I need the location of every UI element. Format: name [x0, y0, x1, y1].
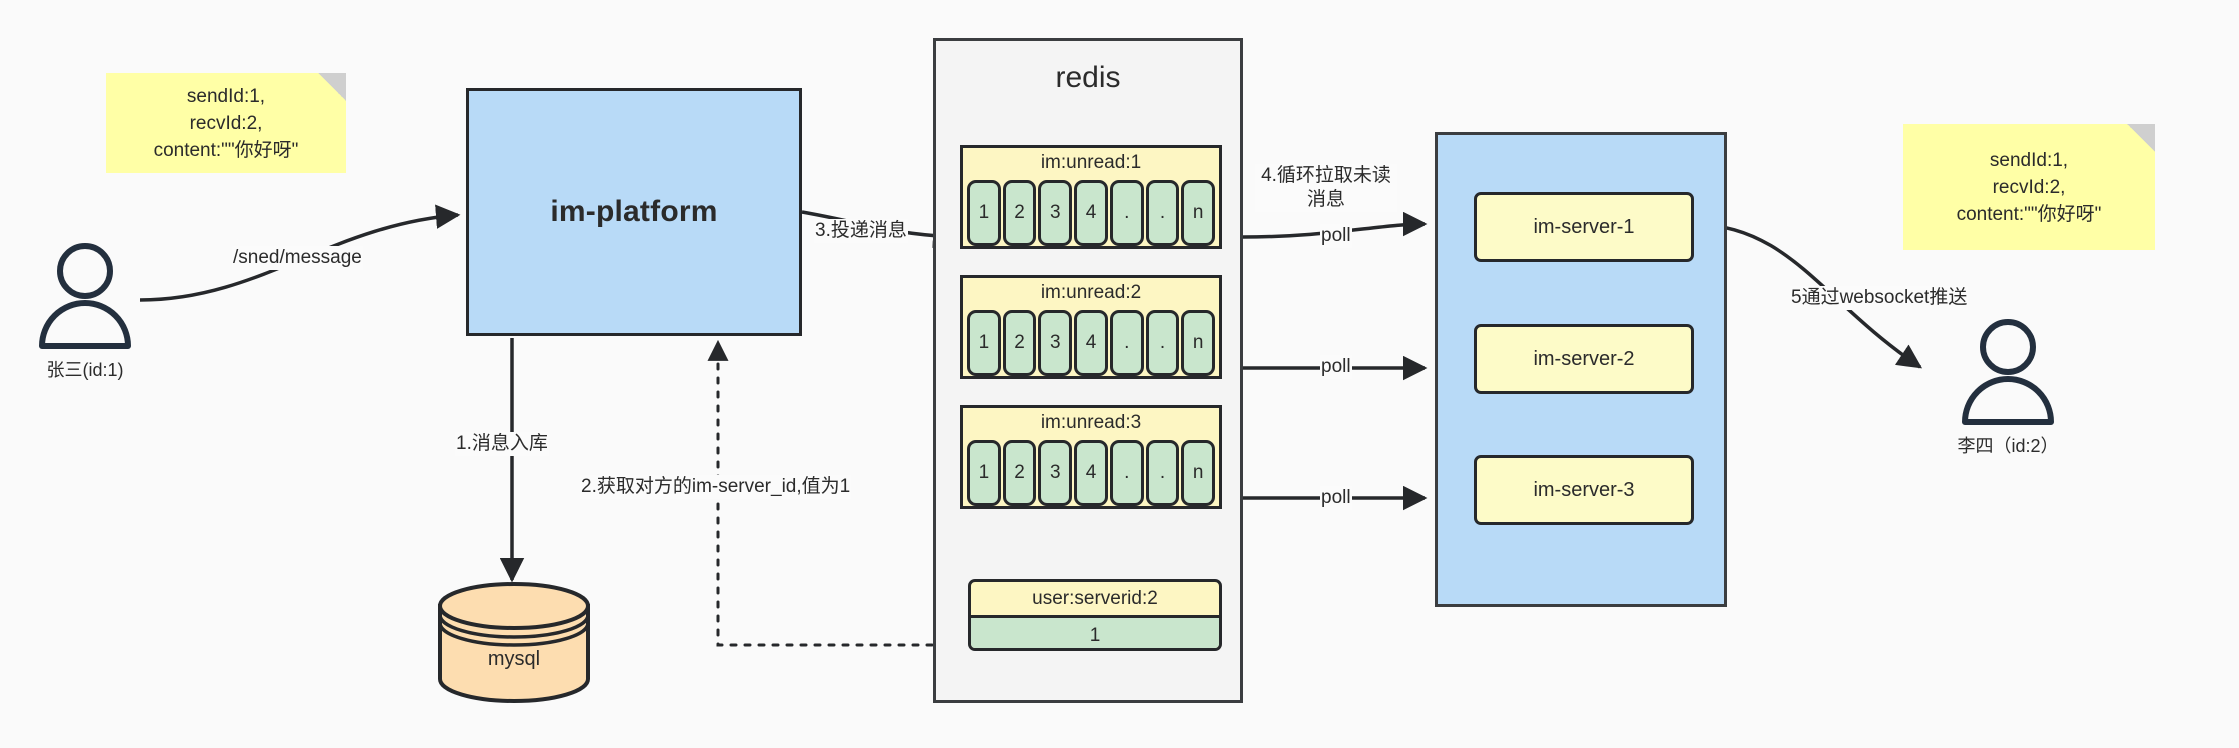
queue-cell: . — [1109, 310, 1144, 376]
note-fold-icon — [318, 73, 346, 101]
note-fold-icon — [2127, 124, 2155, 152]
edge-label-step2: 2.获取对方的im-server_id,值为1 — [580, 475, 852, 499]
edge-label-step1: 1.消息入库 — [455, 432, 549, 456]
person-icon — [39, 243, 131, 349]
queue-cell: n — [1181, 180, 1216, 246]
im-server-3-label: im-server-3 — [1533, 478, 1635, 501]
queue-cell: 4 — [1074, 440, 1108, 506]
queue-cell: 2 — [1002, 440, 1037, 506]
im-platform-box: im-platform — [466, 88, 802, 336]
note-left-message-payload: sendId:1, recvId:2, content:""你好呀" — [106, 73, 346, 173]
note-line-2: recvId:2, — [189, 112, 263, 134]
im-server-2-box: im-server-2 — [1474, 324, 1694, 394]
im-server-2-label: im-server-2 — [1533, 347, 1635, 370]
redis-kv-user-serverid: user:serverid:2 1 — [968, 579, 1222, 651]
edge-label-poll-3: poll — [1320, 486, 1352, 510]
queue-cell: 1 — [967, 440, 1001, 506]
avatar-sender-label: 张三(id:1) — [46, 360, 124, 380]
avatar-receiver: 李四（id:2） — [1953, 316, 2063, 456]
queue-cell: 2 — [1002, 180, 1037, 246]
queue-cell: . — [1109, 180, 1144, 246]
redis-queue-3: im:unread:3 1 2 3 4 . . n — [960, 405, 1222, 509]
queue-cell: . — [1109, 440, 1144, 506]
redis-queue-1-key: im:unread:1 — [1040, 152, 1142, 173]
queue-cell: 4 — [1074, 180, 1108, 246]
queue-cell: 3 — [1038, 180, 1073, 246]
im-platform-label: im-platform — [550, 195, 718, 228]
im-server-1-label: im-server-1 — [1533, 215, 1635, 238]
queue-cell: n — [1181, 310, 1216, 376]
note-right-message-payload: sendId:1, recvId:2, content:""你好呀" — [1903, 124, 2155, 250]
queue-cell: . — [1145, 440, 1180, 506]
queue-cell: 1 — [967, 180, 1001, 246]
redis-queue-1: im:unread:1 1 2 3 4 . . n — [960, 145, 1222, 249]
redis-container: redis im:unread:1 1 2 3 4 . . n im:unrea… — [933, 38, 1243, 703]
queue-cell: 1 — [967, 310, 1001, 376]
edge-label-send-message: /sned/message — [232, 246, 363, 270]
edge-label-poll-2: poll — [1320, 355, 1352, 379]
redis-queue-2: im:unread:2 1 2 3 4 . . n — [960, 275, 1222, 379]
queue-cell: . — [1145, 310, 1180, 376]
queue-cell: . — [1145, 180, 1180, 246]
redis-kv-key: user:serverid:2 — [1032, 588, 1158, 609]
redis-title: redis — [1055, 61, 1121, 94]
note-line-3: content:""你好呀" — [153, 139, 299, 161]
queue-cell: 3 — [1038, 310, 1073, 376]
note-line-1: sendId:1, — [186, 85, 266, 107]
edge-label-step3: 3.投递消息 — [814, 219, 908, 243]
edge-redis-kv-to-platform — [707, 339, 962, 647]
avatar-sender: 张三(id:1) — [30, 240, 140, 380]
note-line-3: content:""你好呀" — [1956, 203, 2102, 225]
note-line-1: sendId:1, — [1989, 149, 2069, 171]
queue-cell: n — [1181, 440, 1216, 506]
im-server-3-box: im-server-3 — [1474, 455, 1694, 525]
edge-label-step5: 5通过websocket推送 — [1790, 286, 1969, 310]
redis-queue-3-key: im:unread:3 — [1040, 412, 1142, 433]
avatar-receiver-label: 李四（id:2） — [1957, 436, 2059, 456]
redis-kv-value: 1 — [971, 615, 1219, 648]
redis-queue-2-key: im:unread:2 — [1040, 282, 1142, 303]
mysql-database: mysql — [434, 580, 594, 705]
queue-cell: 4 — [1074, 310, 1108, 376]
database-cylinder-icon — [438, 582, 590, 703]
im-server-cluster: im-server-1 im-server-2 im-server-3 — [1435, 132, 1727, 607]
edge-label-step4: 4.循环拉取未读消息 — [1255, 164, 1397, 212]
queue-cell: 2 — [1002, 310, 1037, 376]
queue-cell: 3 — [1038, 440, 1073, 506]
im-server-1-box: im-server-1 — [1474, 192, 1694, 262]
mysql-label: mysql — [487, 648, 541, 670]
edge-label-poll-1: poll — [1320, 224, 1352, 248]
note-line-2: recvId:2, — [1992, 176, 2066, 198]
person-icon — [1962, 319, 2054, 425]
